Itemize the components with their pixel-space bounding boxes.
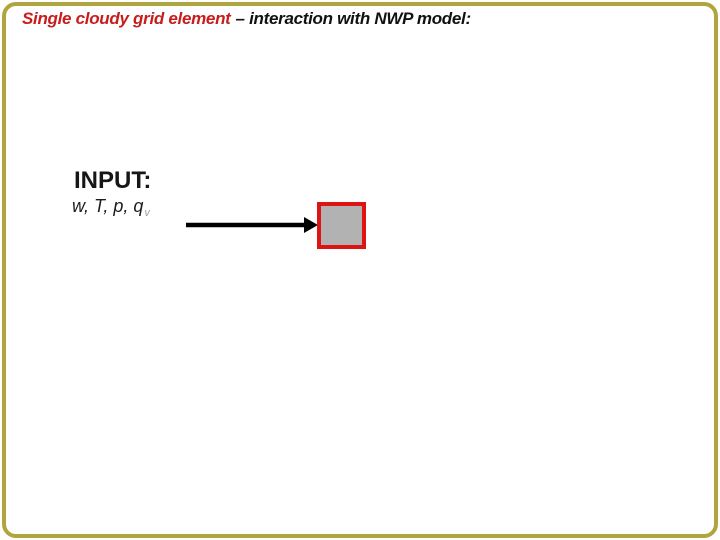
input-params-text: w, T, p, q: [72, 196, 144, 216]
slide-title: Single cloudy grid element– interaction …: [22, 9, 471, 29]
right-arrow-icon: [186, 217, 318, 233]
title-highlight: Single cloudy grid element: [22, 9, 231, 28]
input-params: w, T, p, qv: [72, 196, 150, 219]
grid-element-box: [317, 202, 366, 249]
title-rest: – interaction with NWP model:: [235, 9, 472, 28]
input-params-subscript: v: [144, 207, 150, 219]
input-heading: INPUT:: [74, 167, 152, 194]
